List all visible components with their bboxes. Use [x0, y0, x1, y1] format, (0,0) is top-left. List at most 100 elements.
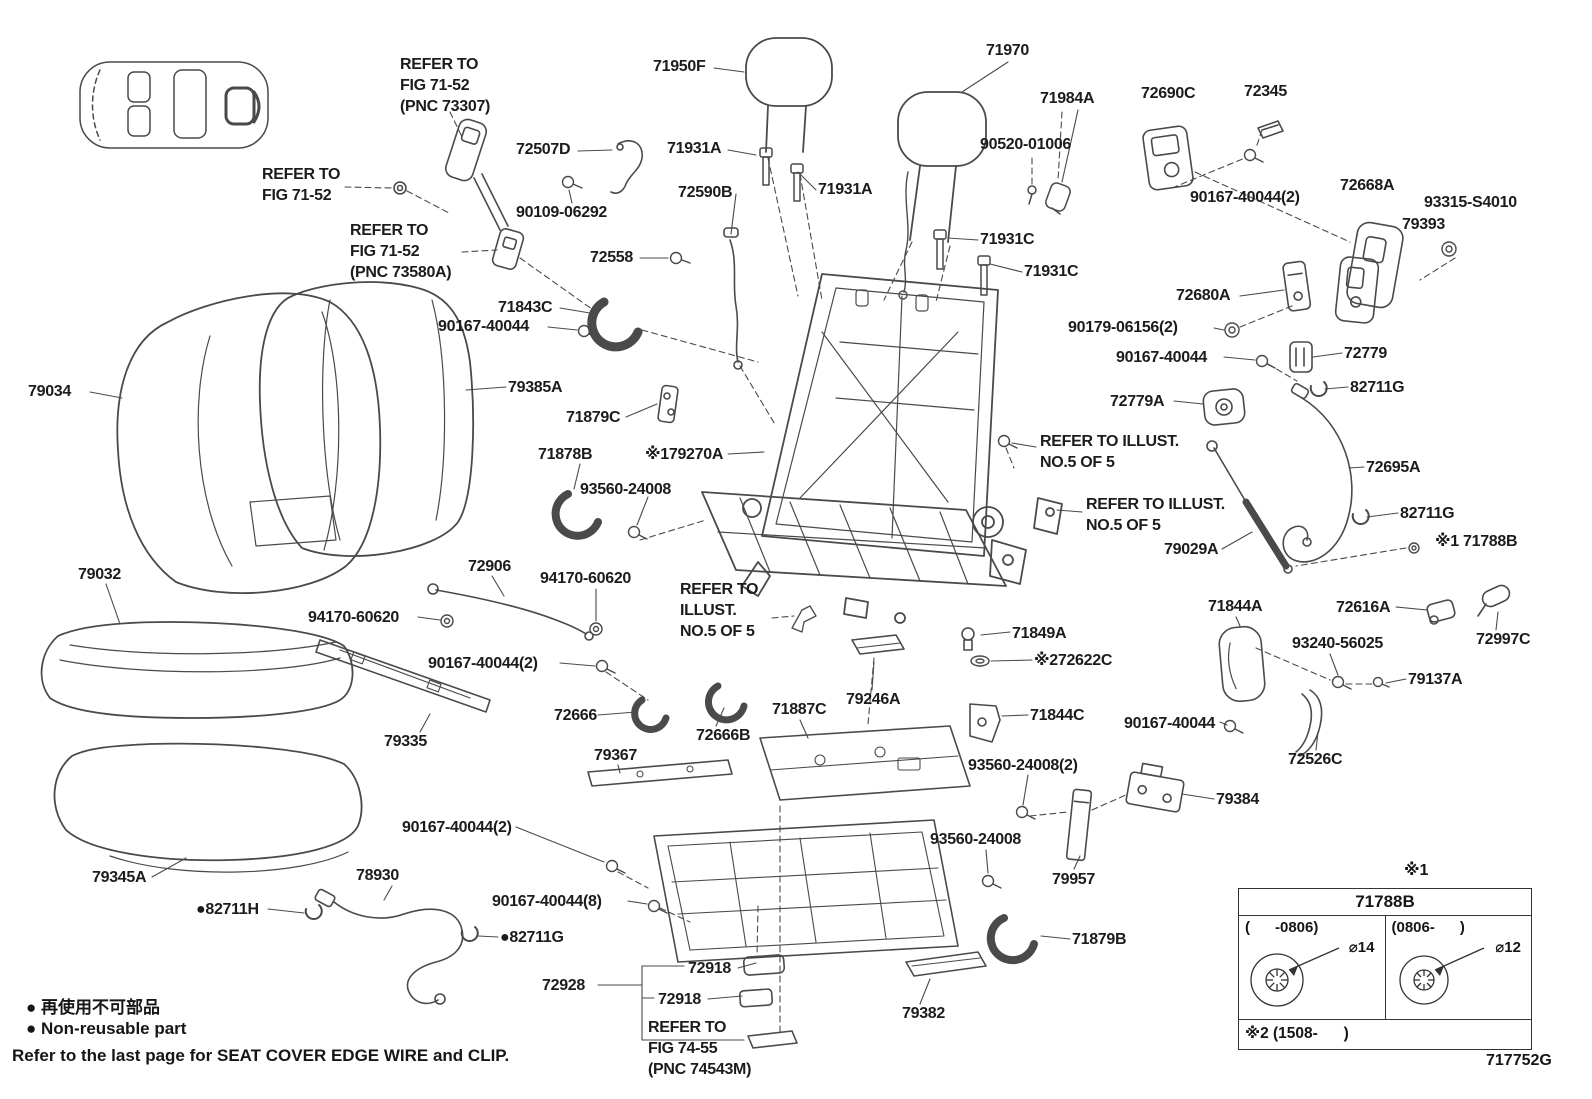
part-label: 79246A	[846, 691, 901, 708]
size-note-cells: ( -0806) ⌀14 (0806- ) ⌀12	[1239, 916, 1531, 1019]
part-label: 72997C	[1476, 631, 1531, 648]
part-label: 72668A	[1340, 177, 1395, 194]
part-label: 72526C	[1288, 751, 1343, 768]
part-label: 94170-60620	[308, 609, 400, 626]
non-reusable-note-jp: ● 再使用不可部品	[26, 998, 160, 1017]
part-label: 71950F	[653, 58, 706, 75]
part-label: 72918	[688, 960, 731, 977]
part-label: 90167-40044	[1116, 349, 1208, 366]
dashed-leader-lines	[344, 111, 1456, 1037]
part-label: 90167-40044	[1124, 715, 1216, 732]
vehicle-schematic-icon	[79, 61, 269, 149]
part-label: 78930	[356, 867, 399, 884]
bottom-reference-note: Refer to the last page for SEAT COVER ED…	[12, 1046, 510, 1065]
size-note-table: 71788B ( -0806) ⌀14 (0806- ) ⌀12	[1238, 888, 1532, 1050]
legend-marker: ※1	[1404, 862, 1429, 879]
part-label: 72779A	[1110, 393, 1165, 410]
part-label: 72695A	[1366, 459, 1421, 476]
part-label: 93240-56025	[1292, 635, 1384, 652]
floor-panel-drawings	[653, 725, 987, 1049]
part-label: 79345A	[92, 869, 147, 886]
part-label: ※179270A	[645, 446, 724, 463]
part-label: 71931A	[667, 140, 722, 157]
part-label: 71931C	[1024, 263, 1079, 280]
part-label: 93560-24008	[930, 831, 1022, 848]
seat-frame-drawing	[701, 273, 1063, 633]
part-label: ●82711G	[500, 929, 564, 946]
grommet-drawing	[1398, 947, 1484, 1005]
part-label: 72690C	[1141, 85, 1196, 102]
headrest-drawings	[745, 37, 987, 300]
part-label: 93560-24008(2)	[968, 757, 1078, 774]
seat-cushion-upper-drawing	[40, 621, 354, 719]
refer-note: REFER TO FIG 74-55 (PNC 74543M)	[648, 1019, 752, 1078]
part-label: 72590B	[678, 184, 733, 201]
part-label: 71984A	[1040, 90, 1095, 107]
part-label: 90167-40044(2)	[1190, 189, 1300, 206]
size-note-range: (0806- )	[1391, 919, 1465, 936]
part-label: 71931C	[980, 231, 1035, 248]
part-label: 90167-40044	[438, 318, 530, 335]
part-label: 72616A	[1336, 599, 1391, 616]
part-label: 71878B	[538, 446, 593, 463]
size-note-cell-early: ( -0806) ⌀14	[1239, 916, 1386, 1019]
part-label: 72666	[554, 707, 597, 724]
size-note-footnote: ※2 (1508- )	[1239, 1019, 1531, 1048]
grommet-drawing	[1250, 947, 1340, 1007]
part-label: 72906	[468, 558, 511, 575]
size-note-diameter: ⌀14	[1348, 939, 1375, 956]
part-label: 71970	[986, 42, 1029, 59]
part-label: 71844C	[1030, 707, 1085, 724]
part-label: 72928	[542, 977, 585, 994]
refer-note: REFER TO ILLUST. NO.5 OF 5	[680, 581, 759, 640]
part-label: 79393	[1402, 216, 1445, 233]
part-label: 90167-40044(2)	[402, 819, 512, 836]
seatbelt-part-drawings	[393, 118, 643, 270]
part-label: 79385A	[508, 379, 563, 396]
part-label: 72680A	[1176, 287, 1231, 304]
rail-and-wire-drawings	[314, 227, 1353, 1005]
part-label: 79137A	[1408, 671, 1463, 688]
part-label: 82711G	[1400, 505, 1455, 522]
size-note-diameter: ⌀12	[1495, 939, 1521, 956]
document-number: 717752G	[1486, 1052, 1552, 1069]
seat-back-left-drawing	[116, 292, 382, 594]
leader-lines	[89, 61, 1499, 1041]
part-label: 82711G	[1350, 379, 1405, 396]
part-label: 79029A	[1164, 541, 1219, 558]
part-label: 79335	[384, 733, 427, 750]
refer-note: REFER TO FIG 71-52	[262, 166, 341, 204]
part-label: 90109-06292	[516, 204, 608, 221]
part-label: 94170-60620	[540, 570, 632, 587]
clip-icons	[304, 381, 1370, 942]
latch-bracket-drawings	[657, 120, 1511, 862]
part-label: 71931A	[818, 181, 873, 198]
part-label: 72779	[1344, 345, 1387, 362]
part-label: 72666B	[696, 727, 751, 744]
part-label: ※1 71788B	[1435, 533, 1518, 550]
refer-note: REFER TO FIG 71-52 (PNC 73580A)	[350, 222, 452, 281]
part-label: 93315-S4010	[1424, 194, 1517, 211]
part-label: 72558	[590, 249, 633, 266]
part-label: 90179-06156(2)	[1068, 319, 1178, 336]
part-label: 72345	[1244, 83, 1287, 100]
seat-cushion-lower-drawing	[53, 742, 363, 873]
part-label: 90167-40044(8)	[492, 893, 602, 910]
part-label: 79382	[902, 1005, 945, 1022]
part-label: ※272622C	[1034, 652, 1113, 669]
size-note-range: ( -0806)	[1245, 919, 1319, 936]
part-label: 71879C	[566, 409, 621, 426]
part-label: 72507D	[516, 141, 571, 158]
part-label: 71849A	[1012, 625, 1067, 642]
part-label: 71843C	[498, 299, 553, 316]
part-label: 71879B	[1072, 931, 1127, 948]
refer-note: REFER TO ILLUST. NO.5 OF 5	[1086, 496, 1225, 534]
part-label: 79957	[1052, 871, 1095, 888]
part-label: 79367	[594, 747, 637, 764]
part-label: 79032	[78, 566, 121, 583]
part-label: 90520-01006	[980, 136, 1072, 153]
part-label: 72918	[658, 991, 701, 1008]
size-note-title: 71788B	[1239, 889, 1531, 916]
